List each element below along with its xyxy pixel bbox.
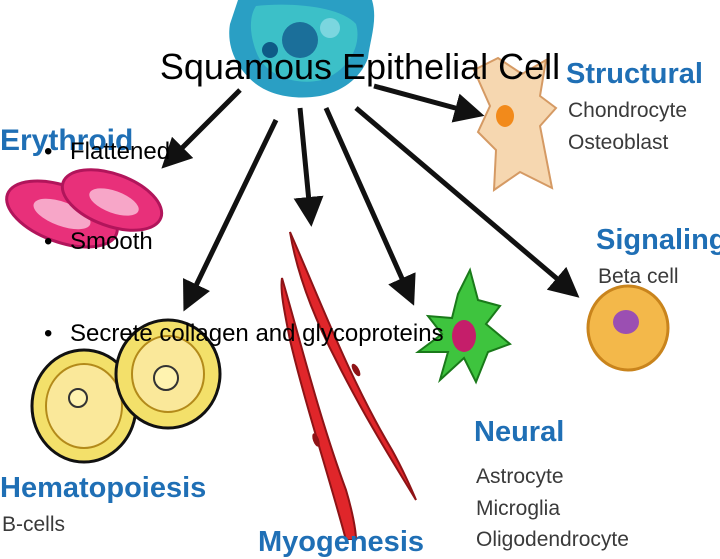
muscle-cells-image [280,231,417,540]
neural-item-astrocyte: Astrocyte [476,465,564,488]
bullet-text: Smooth [70,228,153,255]
signaling-item-beta-cell: Beta cell [598,265,679,288]
beta-cell-image [586,284,670,372]
hematopoiesis-label: Hematopoiesis [0,472,207,504]
neural-item-microglia: Microglia [476,497,561,520]
structural-cell-image [472,56,558,192]
red-blood-cells-image [5,168,164,249]
differentiation-arrows [161,83,580,312]
bullet-dot: • [44,228,53,255]
bullet-item: • Flattened [44,138,170,166]
bullet-text: Flattened [70,138,171,165]
bullet-dot: • [44,320,53,347]
bullet-dot: • [44,138,53,165]
neuron-image [415,267,512,385]
neural-label: Neural [474,416,565,448]
bullet-text: Secrete collagen and glycoproteins [70,320,444,347]
structural-label: Structural [566,58,703,90]
bullet-item: • Secrete collagen and glycoproteins [44,320,444,348]
hematopoiesis-item-b-cells: B-cells [2,513,66,536]
b-cells-image [30,318,222,464]
erythroid-label: Erythroid [0,124,134,157]
signaling-label: Signaling [596,224,720,256]
myogenesis-label: Myogenesis [258,526,424,558]
stem-cell-image [229,0,375,98]
structural-item-chondrocyte: Chondrocyte [568,99,688,122]
slide-title: Squamous Epithelial Cell [159,46,561,87]
stem-cell-diagram [5,0,670,540]
bullet-item: • Smooth [44,228,153,256]
structural-item-osteoblast: Osteoblast [568,131,669,154]
